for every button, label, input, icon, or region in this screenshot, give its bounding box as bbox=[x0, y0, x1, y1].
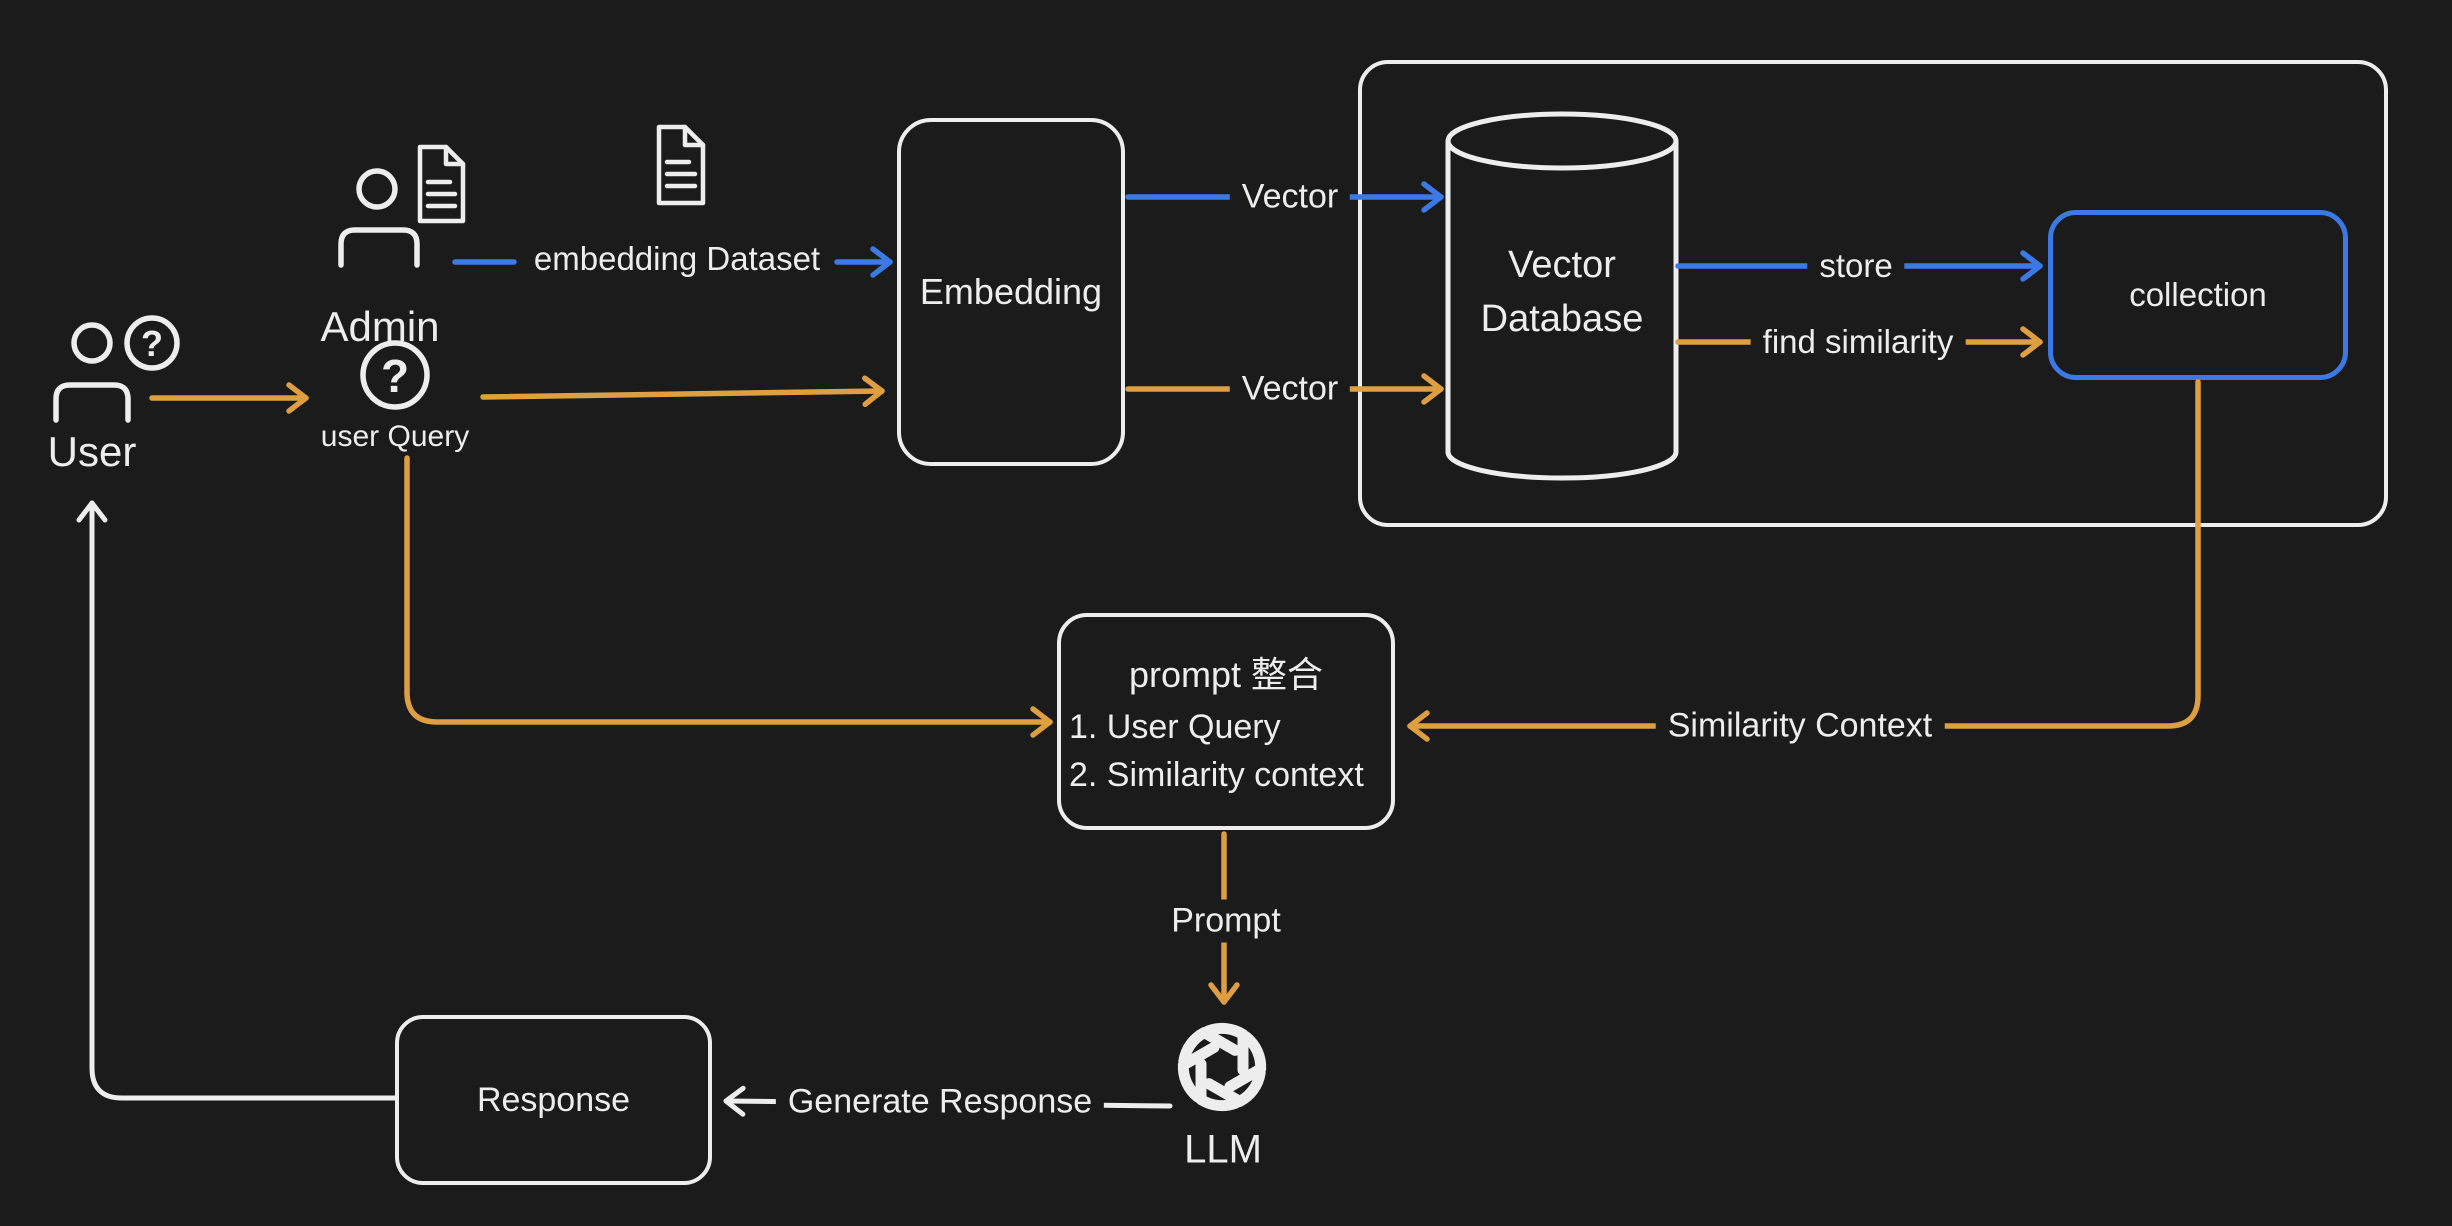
openai-arm-1 bbox=[1202, 1022, 1249, 1076]
dataset-document-body bbox=[656, 124, 706, 206]
prompt-node: prompt 整合 1. User Query 2. Similarity co… bbox=[1057, 613, 1395, 830]
similarity-context-label: Similarity Context bbox=[1655, 704, 1945, 748]
find-similarity-label: find similarity bbox=[1750, 321, 1966, 363]
collection-node: collection bbox=[2048, 210, 2348, 380]
openai-logo-icon bbox=[1177, 1022, 1267, 1112]
user-torso bbox=[53, 382, 131, 423]
embedding-node: Embedding bbox=[897, 118, 1125, 466]
embedding-dataset-label: embedding Dataset bbox=[533, 240, 821, 277]
user-query-glyph: ? bbox=[381, 350, 409, 402]
generate-response-label: Generate Response bbox=[775, 1080, 1105, 1124]
edge-user-query-to-prompt bbox=[404, 455, 1053, 738]
openai-arm-4 bbox=[1195, 1058, 1242, 1112]
openai-arm-2 bbox=[1224, 1031, 1267, 1093]
admin-torso bbox=[338, 227, 420, 268]
openai-arm-5 bbox=[1177, 1041, 1220, 1103]
edge-user-query-to-embedding bbox=[480, 375, 885, 408]
response-node-label: Response bbox=[476, 1080, 631, 1119]
admin-document-body bbox=[417, 144, 466, 224]
admin-document-lines bbox=[425, 179, 458, 209]
user-head bbox=[71, 322, 113, 364]
user-query-circle bbox=[360, 340, 430, 410]
prompt-arrow-label: Prompt bbox=[1159, 899, 1293, 943]
dataset-document-icon bbox=[656, 124, 706, 206]
store-label: store bbox=[1807, 245, 1905, 287]
user-query-icon: ? bbox=[360, 340, 430, 410]
collection-node-label: collection bbox=[2129, 276, 2267, 313]
openai-arm-3 bbox=[1203, 1067, 1266, 1107]
llm-label: LLM bbox=[1184, 1127, 1262, 1172]
prompt-item-1: 1. User Query bbox=[1069, 708, 1281, 746]
dataset-document-fold bbox=[682, 124, 706, 148]
admin-head bbox=[356, 168, 398, 210]
edge-response-to-user bbox=[76, 500, 398, 1101]
vector-database-label: Vector Database bbox=[1448, 238, 1676, 346]
user-query-label: user Query bbox=[320, 420, 470, 453]
vector-database-line2: Database bbox=[1480, 298, 1644, 340]
response-node: Response bbox=[395, 1015, 712, 1185]
dataset-document-lines bbox=[664, 159, 698, 189]
user-question-circle bbox=[124, 315, 180, 371]
vector-top-label: Vector bbox=[1229, 175, 1351, 219]
admin-person-icon bbox=[338, 168, 420, 268]
vector-database-line1: Vector bbox=[1508, 244, 1616, 286]
user-question-badge-icon: ? bbox=[124, 315, 180, 371]
prompt-item-2: 2. Similarity context bbox=[1069, 756, 1364, 794]
admin-document-fold bbox=[443, 144, 466, 167]
user-label: User bbox=[47, 428, 137, 475]
user-person-icon bbox=[53, 322, 131, 423]
user-question-glyph: ? bbox=[141, 323, 163, 364]
embedding-node-label: Embedding bbox=[919, 271, 1103, 312]
admin-document-icon bbox=[417, 144, 466, 224]
openai-arm-6 bbox=[1178, 1027, 1241, 1067]
admin-label: Admin bbox=[320, 303, 440, 350]
prompt-node-items: 1. User Query 2. Similarity context bbox=[1061, 703, 1391, 799]
vector-bottom-label: Vector bbox=[1229, 367, 1351, 411]
prompt-node-title: prompt 整合 bbox=[1128, 654, 1324, 695]
